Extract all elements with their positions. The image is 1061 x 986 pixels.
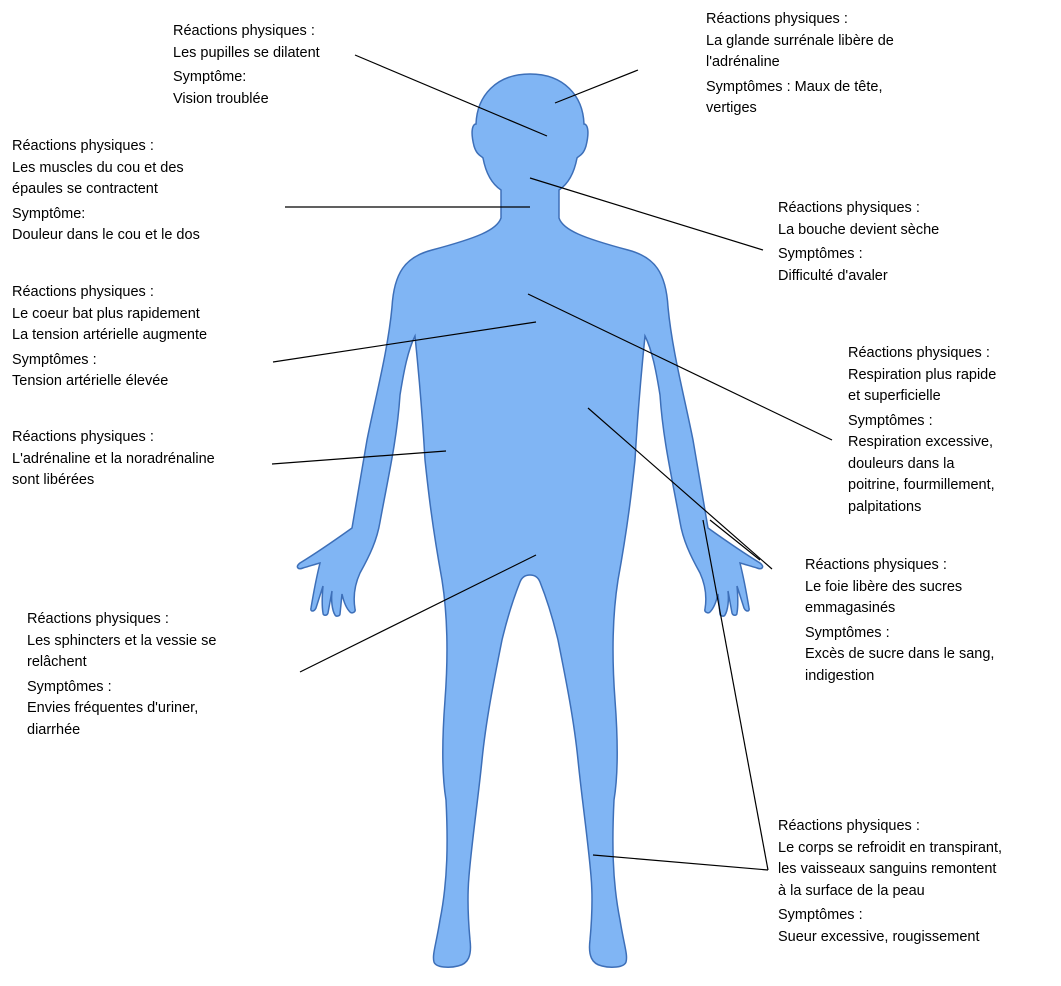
reaction-text: Le corps se refroidit en transpirant, — [778, 838, 1002, 860]
reaction-title: Réactions physiques : — [706, 9, 894, 31]
reaction-text: les vaisseaux sanguins remontent — [778, 859, 1002, 881]
symptom-text: palpitations — [848, 497, 996, 519]
reaction-text: Les sphincters et la vessie se — [27, 631, 216, 653]
symptom-title: Symptômes : — [27, 677, 216, 699]
symptom-title: Symptômes : — [778, 244, 939, 266]
annotation-adrenaline-release: Réactions physiques :L'adrénaline et la … — [12, 427, 215, 492]
symptom-text: Envies fréquentes d'uriner, — [27, 698, 216, 720]
reaction-title: Réactions physiques : — [27, 609, 216, 631]
symptom-text: Excès de sucre dans le sang, — [805, 644, 994, 666]
leader-line-adrenaline — [272, 451, 446, 464]
symptom-text: poitrine, fourmillement, — [848, 475, 996, 497]
reaction-title: Réactions physiques : — [12, 282, 207, 304]
symptom-text: Sueur excessive, rougissement — [778, 927, 1002, 949]
reaction-text: Respiration plus rapide — [848, 365, 996, 387]
reaction-title: Réactions physiques : — [12, 427, 215, 449]
symptom-text: vertiges — [706, 98, 894, 120]
symptom-title: Symptômes : Maux de tête, — [706, 77, 894, 99]
reaction-text: et superficielle — [848, 386, 996, 408]
symptom-text: diarrhée — [27, 720, 216, 742]
human-body-silhouette — [297, 74, 762, 967]
symptom-title: Symptômes : — [805, 623, 994, 645]
annotation-adrenal-gland: Réactions physiques :La glande surrénale… — [706, 9, 894, 120]
reaction-title: Réactions physiques : — [173, 21, 320, 43]
symptom-title: Symptôme: — [173, 67, 320, 89]
reaction-text: La bouche devient sèche — [778, 220, 939, 242]
annotation-neck-shoulders: Réactions physiques :Les muscles du cou … — [12, 136, 200, 247]
symptom-text: Douleur dans le cou et le dos — [12, 225, 200, 247]
reaction-text: Le coeur bat plus rapidement — [12, 304, 207, 326]
reaction-text: Le foie libère des sucres — [805, 577, 994, 599]
reaction-title: Réactions physiques : — [805, 555, 994, 577]
annotation-liver: Réactions physiques :Le foie libère des … — [805, 555, 994, 687]
symptom-text: indigestion — [805, 666, 994, 688]
leader-line-skin-leg — [593, 855, 768, 870]
symptom-text: Vision troublée — [173, 89, 320, 111]
reaction-text: L'adrénaline et la noradrénaline — [12, 449, 215, 471]
reaction-text: Les pupilles se dilatent — [173, 43, 320, 65]
symptom-text: Tension artérielle élevée — [12, 371, 207, 393]
reaction-text: l'adrénaline — [706, 52, 894, 74]
reaction-text: emmagasinés — [805, 598, 994, 620]
reaction-text: à la surface de la peau — [778, 881, 1002, 903]
annotation-heart: Réactions physiques :Le coeur bat plus r… — [12, 282, 207, 393]
reaction-title: Réactions physiques : — [848, 343, 996, 365]
symptom-title: Symptômes : — [848, 411, 996, 433]
symptom-title: Symptômes : — [778, 905, 1002, 927]
body-outline — [297, 74, 762, 967]
annotation-mouth: Réactions physiques :La bouche devient s… — [778, 198, 939, 287]
symptom-text: douleurs dans la — [848, 454, 996, 476]
reaction-text: sont libérées — [12, 470, 215, 492]
annotation-bladder: Réactions physiques :Les sphincters et l… — [27, 609, 216, 741]
reaction-text: relâchent — [27, 652, 216, 674]
annotation-pupils: Réactions physiques :Les pupilles se dil… — [173, 21, 320, 110]
symptom-text: Difficulté d'avaler — [778, 266, 939, 288]
symptom-title: Symptômes : — [12, 350, 207, 372]
symptom-title: Symptôme: — [12, 204, 200, 226]
reaction-title: Réactions physiques : — [12, 136, 200, 158]
reaction-text: La tension artérielle augmente — [12, 325, 207, 347]
reaction-text: La glande surrénale libère de — [706, 31, 894, 53]
reaction-text: Les muscles du cou et des — [12, 158, 200, 180]
reaction-title: Réactions physiques : — [778, 198, 939, 220]
symptom-text: Respiration excessive, — [848, 432, 996, 454]
annotation-breathing: Réactions physiques :Respiration plus ra… — [848, 343, 996, 518]
annotation-skin: Réactions physiques :Le corps se refroid… — [778, 816, 1002, 948]
reaction-text: épaules se contractent — [12, 179, 200, 201]
reaction-title: Réactions physiques : — [778, 816, 1002, 838]
